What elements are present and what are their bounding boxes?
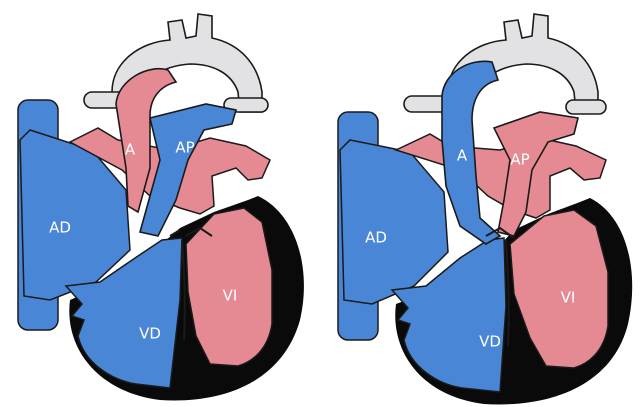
label-VD-right: VD xyxy=(479,333,501,351)
label-AP-right: AP xyxy=(510,151,529,169)
label-AP-left: AP xyxy=(175,139,194,157)
label-A-right: A xyxy=(457,147,468,165)
pulmonary-stub-right-r xyxy=(566,100,606,114)
right-atrium-right xyxy=(340,140,448,304)
label-A-left: A xyxy=(125,141,136,159)
label-AI-right: AI xyxy=(557,181,572,199)
label-AD-left: AD xyxy=(49,219,71,237)
heart-left xyxy=(18,14,304,400)
label-VI-left: VI xyxy=(223,287,238,305)
label-VI-right: VI xyxy=(561,289,576,307)
label-VD-left: VD xyxy=(139,325,161,343)
label-AD-right: AD xyxy=(365,229,387,247)
label-AI-left: AI xyxy=(219,177,234,195)
